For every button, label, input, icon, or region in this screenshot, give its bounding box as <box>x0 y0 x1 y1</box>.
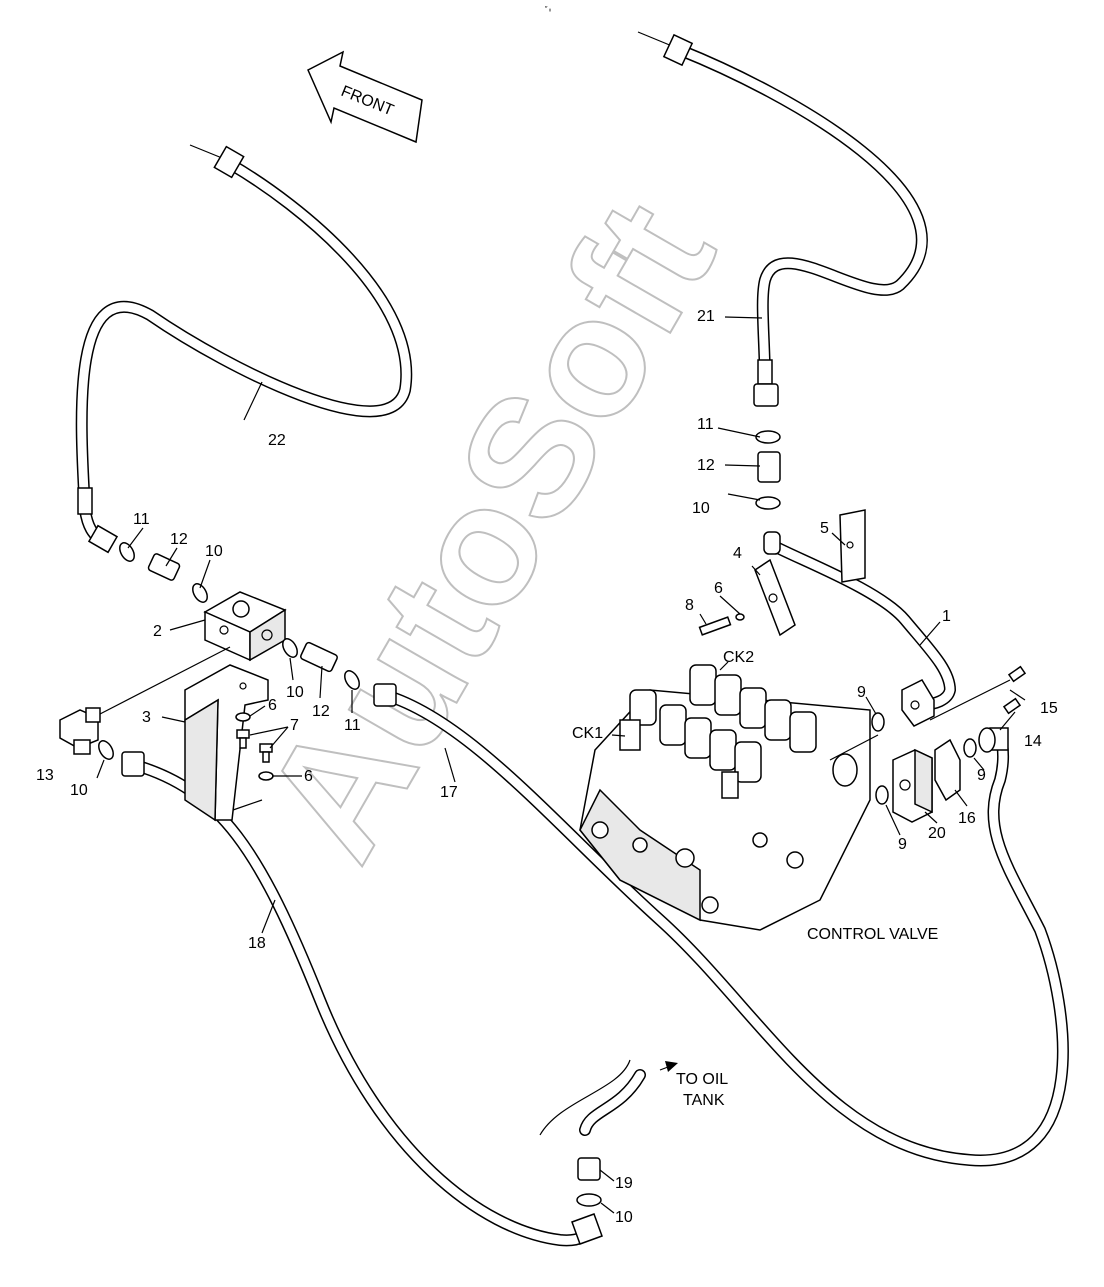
callout-22: 22 <box>268 432 286 449</box>
label-control-valve: CONTROL VALVE <box>807 926 938 943</box>
front-direction-arrow: FRONT <box>307 50 423 144</box>
callout-9-bottom: 9 <box>898 836 907 853</box>
callout-12-middle: 12 <box>312 703 330 720</box>
top-mark: ″ ᵢᵢ <box>545 6 551 13</box>
right-fittings <box>871 665 1027 823</box>
component-labels: CK2 CK1 CONTROL VALVE TO OIL TANK <box>572 649 938 1109</box>
callout-11-left: 11 <box>133 511 150 528</box>
callout-17: 17 <box>440 784 458 801</box>
upper-right-fittings <box>755 430 781 510</box>
callouts: 11 12 10 2 3 13 10 6 7 6 10 12 11 22 18 … <box>36 308 1058 1226</box>
elbow-fitting-13 <box>59 707 101 755</box>
hose-22 <box>75 144 413 554</box>
callout-2: 2 <box>153 623 162 640</box>
callout-10-middle: 10 <box>286 684 304 701</box>
callout-9-right: 9 <box>977 767 986 784</box>
label-ck2: CK2 <box>723 649 754 666</box>
callout-12-left: 12 <box>170 531 188 548</box>
callout-20: 20 <box>928 825 946 842</box>
callout-6-right: 6 <box>714 580 723 597</box>
callout-4: 4 <box>733 545 742 562</box>
bracket-3 <box>184 664 269 822</box>
callout-3: 3 <box>142 709 151 726</box>
hose-21 <box>637 31 928 407</box>
callout-14: 14 <box>1024 733 1042 750</box>
block-2 <box>203 591 287 662</box>
callout-15: 15 <box>1040 700 1058 717</box>
callout-8: 8 <box>685 597 694 614</box>
left-fittings <box>98 542 360 760</box>
label-ck1: CK1 <box>572 725 603 742</box>
callout-7: 7 <box>290 717 299 734</box>
callout-10-right: 10 <box>692 500 710 517</box>
oil-tank-return-line <box>539 1059 678 1207</box>
callout-16: 16 <box>958 810 976 827</box>
callout-10-tank: 10 <box>615 1209 633 1226</box>
callout-11-right: 11 <box>697 416 714 433</box>
callout-18: 18 <box>248 935 266 952</box>
label-to-oil-tank-line1: TO OIL <box>676 1071 728 1088</box>
pipe-1 <box>763 531 956 727</box>
callout-6-lower: 6 <box>304 768 313 785</box>
callout-12-right: 12 <box>697 457 715 474</box>
callout-11-middle: 11 <box>344 717 361 734</box>
callout-1: 1 <box>942 608 951 625</box>
callout-6-upper: 6 <box>268 697 277 714</box>
callout-13: 13 <box>36 767 54 784</box>
plate-5 <box>839 509 866 583</box>
callout-9-top: 9 <box>857 684 866 701</box>
label-to-oil-tank-line2: TANK <box>683 1092 725 1109</box>
callout-19: 19 <box>615 1175 633 1192</box>
bolt-8-washer-6 <box>698 613 745 636</box>
callout-5: 5 <box>820 520 829 537</box>
callout-10-left: 10 <box>205 543 223 560</box>
callout-21: 21 <box>697 308 715 325</box>
clamp-4 <box>754 558 796 637</box>
leader-lines <box>96 316 1026 1214</box>
callout-10-elbow: 10 <box>70 782 88 799</box>
control-valve <box>579 664 871 931</box>
